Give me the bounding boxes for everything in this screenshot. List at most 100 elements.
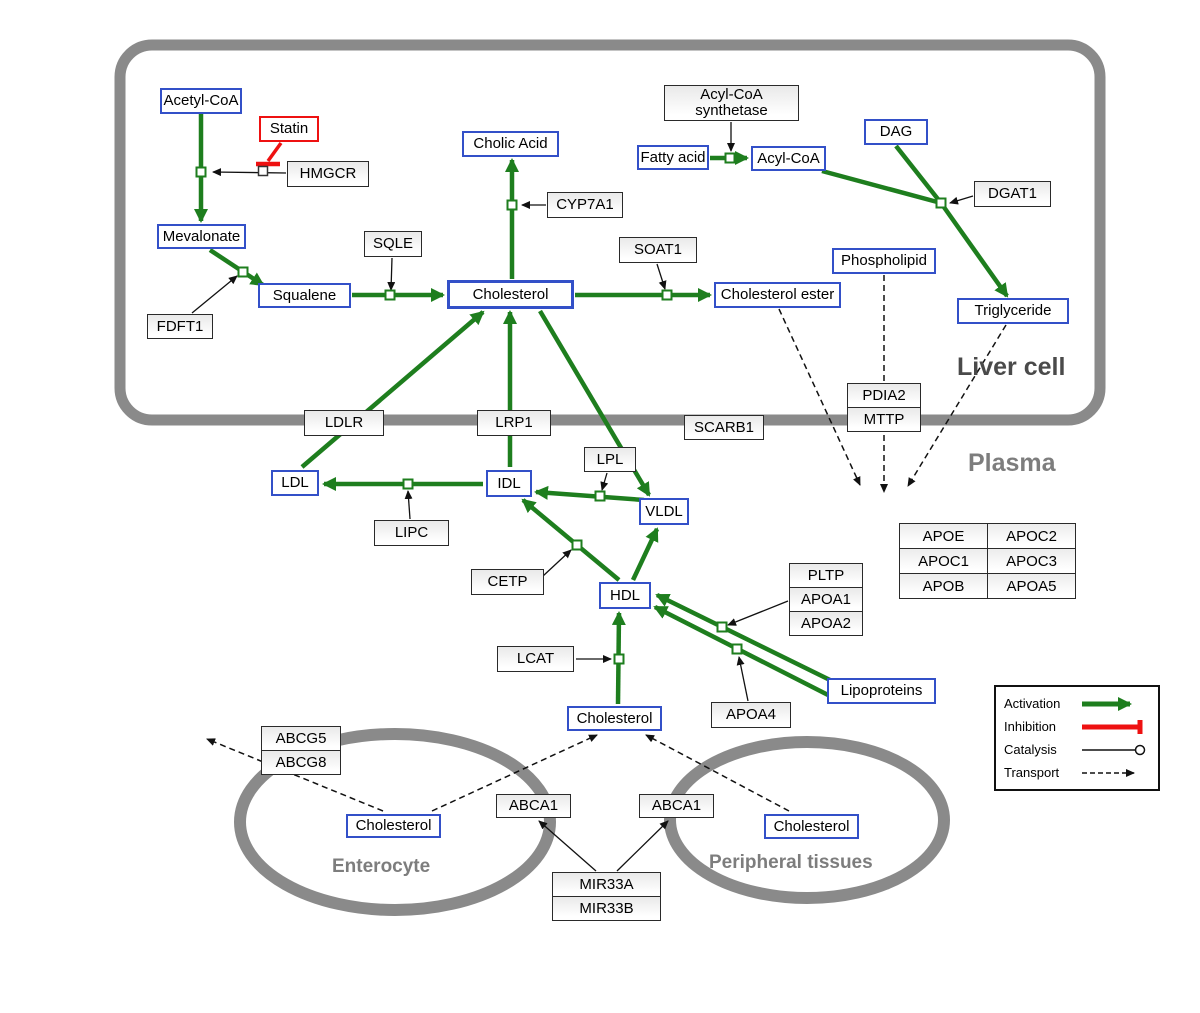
node-dag[interactable]: DAG xyxy=(864,119,928,145)
edge-apoa4-catalysis xyxy=(736,656,749,702)
node-cholesterol-plasma[interactable]: Cholesterol xyxy=(567,706,662,731)
edge-vldl-idl xyxy=(534,485,645,503)
statin-inhibition-line xyxy=(266,141,283,163)
reaction-node xyxy=(594,490,606,502)
node-dgat1[interactable]: DGAT1 xyxy=(974,181,1051,207)
legend-catalysis-label: Catalysis xyxy=(1004,742,1057,757)
transport-peripheral-cholesterol xyxy=(645,734,790,812)
node-ldl[interactable]: LDL xyxy=(271,470,319,496)
transport-arrow-icon xyxy=(1082,768,1135,777)
peripheral-tissues-membrane xyxy=(664,736,950,904)
reaction-node xyxy=(935,197,947,209)
reaction-node xyxy=(402,478,414,490)
node-acyl-coa[interactable]: Acyl-CoA xyxy=(751,146,826,171)
acs-line1: Acyl-CoA xyxy=(700,86,763,104)
node-cyp7a1[interactable]: CYP7A1 xyxy=(547,192,623,218)
apo-cell-apoe[interactable]: APOE xyxy=(899,523,988,549)
node-acyl-coa-synthetase[interactable]: Acyl-CoA synthetase xyxy=(664,85,799,121)
edge-hdl-vldl xyxy=(630,527,660,581)
node-abcg5[interactable]: ABCG5 xyxy=(261,726,341,751)
node-abcg8[interactable]: ABCG8 xyxy=(261,750,341,775)
legend-activation-label: Activation xyxy=(1004,696,1061,711)
transport-cholesterolester-plasma xyxy=(778,308,861,486)
edge-apoa-group-catalysis xyxy=(727,600,789,626)
reaction-node xyxy=(571,539,583,551)
edge-hmgcr-catalysis xyxy=(212,168,287,177)
node-cholesterol-liver[interactable]: Cholesterol xyxy=(447,280,574,309)
node-soat1[interactable]: SOAT1 xyxy=(619,237,697,263)
peripheral-tissues-label: Peripheral tissues xyxy=(709,852,873,873)
transport-edges xyxy=(206,275,1007,812)
edge-cetp-catalysis xyxy=(542,549,572,577)
node-apoa4[interactable]: APOA4 xyxy=(711,702,791,728)
legend-inhibition-label: Inhibition xyxy=(1004,719,1057,734)
edge-soat1-catalysis xyxy=(656,263,667,290)
edge-fdft1-catalysis xyxy=(191,275,238,314)
node-ldlr[interactable]: LDLR xyxy=(304,410,384,436)
apo-cell-apoc3[interactable]: APOC3 xyxy=(987,548,1076,574)
node-lcat[interactable]: LCAT xyxy=(497,646,574,672)
node-abca1-peripheral[interactable]: ABCA1 xyxy=(639,794,714,818)
node-fatty-acid[interactable]: Fatty acid xyxy=(637,145,709,170)
node-hdl[interactable]: HDL xyxy=(599,582,651,609)
reaction-nodes xyxy=(195,152,947,665)
edge-mevalonate-squalene xyxy=(208,248,265,287)
acs-line2: synthetase xyxy=(695,102,768,119)
reaction-node xyxy=(384,289,396,301)
edge-ldl-cholesterol xyxy=(300,310,485,469)
node-phospholipid[interactable]: Phospholipid xyxy=(832,248,936,274)
reaction-node xyxy=(506,199,518,211)
node-hmgcr[interactable]: HMGCR xyxy=(287,161,369,187)
node-mttp[interactable]: MTTP xyxy=(847,407,921,432)
edge-lipc-catalysis xyxy=(404,490,413,520)
apo-cell-apoa5[interactable]: APOA5 xyxy=(987,573,1076,599)
edge-acylcoa-dgat1 xyxy=(821,168,942,206)
node-fdft1[interactable]: FDFT1 xyxy=(147,314,213,339)
edge-mir33-abca1-left xyxy=(538,820,597,872)
apo-cell-apoc2[interactable]: APOC2 xyxy=(987,523,1076,549)
reaction-node xyxy=(195,166,207,178)
node-pltp[interactable]: PLTP xyxy=(789,563,863,588)
node-lipc[interactable]: LIPC xyxy=(374,520,449,546)
node-cholesterol-enterocyte[interactable]: Cholesterol xyxy=(346,814,441,838)
node-lipoproteins[interactable]: Lipoproteins xyxy=(827,678,936,704)
edge-mir33-abca1-right xyxy=(616,820,669,872)
catalysis-circle-icon xyxy=(1082,744,1146,755)
node-cholesterol-peripheral[interactable]: Cholesterol xyxy=(764,814,859,839)
node-lpl[interactable]: LPL xyxy=(584,447,636,472)
hmgcr-anchor-node xyxy=(257,165,269,177)
node-idl[interactable]: IDL xyxy=(486,470,532,497)
node-sqle[interactable]: SQLE xyxy=(364,231,422,257)
node-cholesterol-ester[interactable]: Cholesterol ester xyxy=(714,282,841,308)
apo-cell-apoc1[interactable]: APOC1 xyxy=(899,548,988,574)
edge-lipoproteins-hdl-2 xyxy=(653,604,834,700)
catalysis-edges xyxy=(191,122,974,872)
edge-lipoproteins-hdl-1 xyxy=(655,592,833,684)
node-mevalonate[interactable]: Mevalonate xyxy=(157,224,246,249)
enterocyte-label: Enterocyte xyxy=(332,856,431,877)
node-vldl[interactable]: VLDL xyxy=(639,498,689,525)
enterocyte-membrane xyxy=(234,728,556,916)
node-apoa2[interactable]: APOA2 xyxy=(789,611,863,636)
inhibition-tbar-icon xyxy=(1082,719,1143,734)
node-squalene[interactable]: Squalene xyxy=(258,283,351,308)
edge-sqle-catalysis xyxy=(387,257,396,291)
plasma-label: Plasma xyxy=(968,449,1056,477)
node-pdia2[interactable]: PDIA2 xyxy=(847,383,921,408)
edge-lpl-catalysis xyxy=(600,472,609,491)
node-apoa1[interactable]: APOA1 xyxy=(789,587,863,612)
apo-cell-apob[interactable]: APOB xyxy=(899,573,988,599)
node-statin[interactable]: Statin xyxy=(259,116,319,142)
node-acetyl-coa[interactable]: Acetyl-CoA xyxy=(160,88,242,114)
node-cholic-acid[interactable]: Cholic Acid xyxy=(462,131,559,157)
inhibition-edge-statin xyxy=(256,141,283,167)
node-cetp[interactable]: CETP xyxy=(471,569,544,595)
node-lrp1[interactable]: LRP1 xyxy=(477,410,551,436)
node-scarb1[interactable]: SCARB1 xyxy=(684,415,764,440)
node-abca1-enterocyte[interactable]: ABCA1 xyxy=(496,794,571,818)
node-triglyceride[interactable]: Triglyceride xyxy=(957,298,1069,324)
node-mir33b[interactable]: MIR33B xyxy=(552,896,661,921)
node-mir33a[interactable]: MIR33A xyxy=(552,872,661,897)
